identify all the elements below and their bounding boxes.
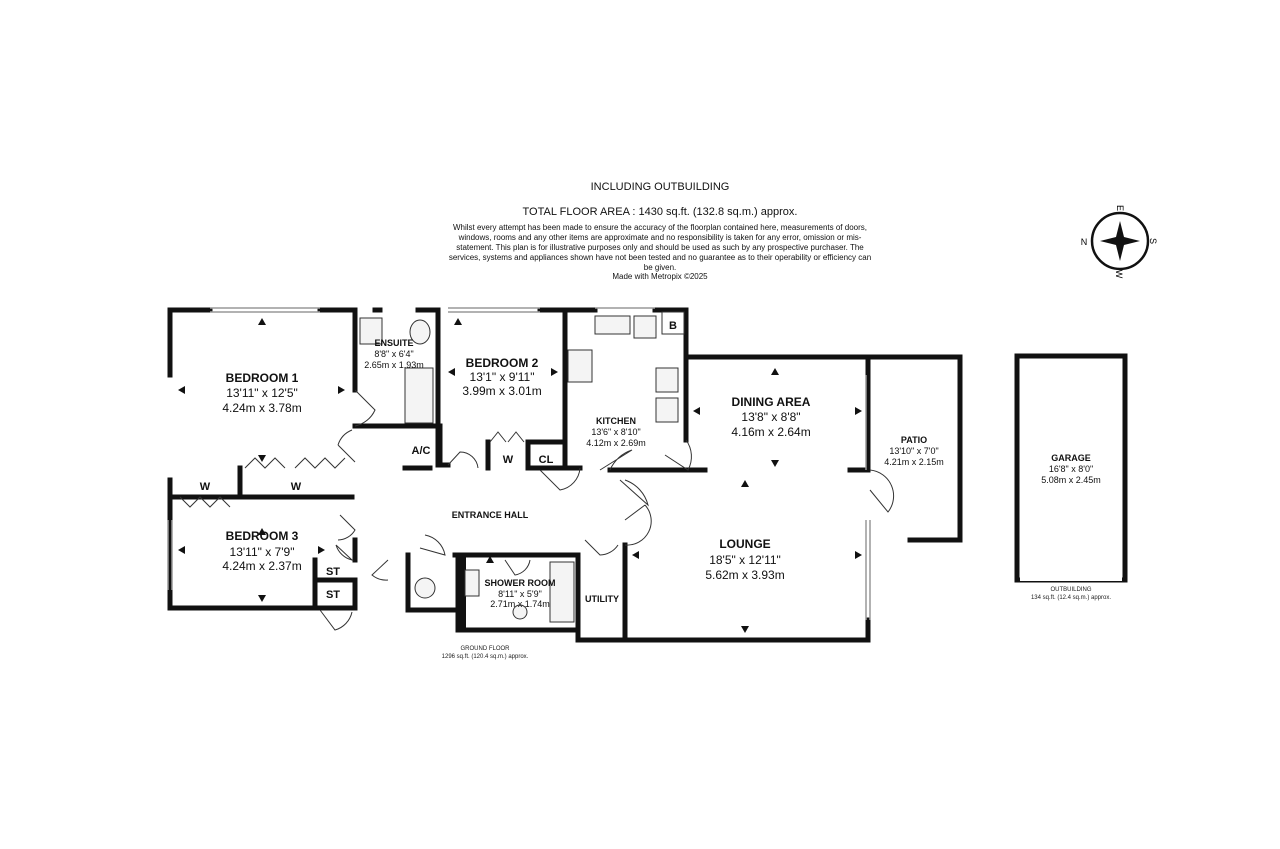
shower-metric: 2.71m x 1.74m (490, 599, 550, 609)
kitchen-metric: 4.12m x 2.69m (586, 438, 646, 448)
ensuite-toilet (409, 319, 431, 345)
measure-arrows (178, 318, 862, 633)
doors (179, 389, 895, 631)
kitchen-washer (655, 397, 679, 423)
compass-w: W (1114, 270, 1124, 279)
compass-star-icon (1100, 221, 1140, 261)
bedroom3-imperial: 13'11" x 7'9" (230, 545, 295, 559)
wardrobe-label-2: W (291, 481, 302, 493)
wardrobe-label-3: W (503, 454, 514, 466)
hall-vent (414, 577, 436, 599)
bedroom3-name: BEDROOM 3 (226, 529, 299, 543)
patio-name: PATIO (901, 435, 927, 445)
garage-imperial: 16'8" x 8'0" (1049, 464, 1093, 474)
store-label-2: ST (326, 589, 340, 601)
ensuite-metric: 2.65m x 1.93m (364, 360, 424, 370)
bedroom3-metric: 4.24m x 2.37m (222, 559, 301, 573)
store-label-1: ST (326, 566, 340, 578)
dining-imperial: 13'8" x 8'8" (741, 410, 800, 424)
bedroom1-imperial: 13'11" x 12'5" (226, 386, 298, 400)
dining-name: DINING AREA (732, 395, 811, 409)
hall-name: ENTRANCE HALL (452, 510, 529, 520)
utility-name: UTILITY (585, 594, 619, 604)
lounge-metric: 5.62m x 3.93m (705, 568, 784, 582)
room-labels: BEDROOM 1 13'11" x 12'5" 4.24m x 3.78m E… (222, 338, 1100, 609)
credit: Made with Metropix ©2025 (612, 272, 708, 281)
shower-tray (549, 561, 575, 623)
closet-label: CL (539, 454, 554, 466)
bedroom2-name: BEDROOM 2 (466, 356, 539, 370)
disclaimer: Whilst every attempt has been made to en… (448, 223, 872, 272)
bedroom2-imperial: 13'1" x 9'11" (470, 370, 535, 384)
fixtures (359, 311, 685, 623)
kitchen-name: KITCHEN (596, 416, 636, 426)
patio-imperial: 13'10" x 7'0" (889, 446, 938, 456)
garage (1014, 353, 1128, 583)
compass-n: N (1081, 237, 1088, 247)
floor-captions: GROUND FLOOR 1296 sq.ft. (120.4 sq.m.) a… (442, 587, 1112, 660)
ground-floor-name: GROUND FLOOR (460, 646, 510, 652)
lounge-imperial: 18'5" x 12'11" (709, 553, 781, 567)
kitchen-tap (633, 315, 657, 339)
compass-e: E (1115, 205, 1125, 211)
bedroom1-name: BEDROOM 1 (226, 371, 299, 385)
bedroom2-metric: 3.99m x 3.01m (462, 384, 541, 398)
ensuite-imperial: 8'8" x 6'4" (374, 349, 413, 359)
garage-name: GARAGE (1051, 453, 1091, 463)
shower-room-toilet (464, 569, 480, 597)
ensuite-name: ENSUITE (374, 338, 413, 348)
wardrobe-label-1: W (200, 481, 211, 493)
patio-metric: 4.21m x 2.15m (884, 457, 944, 467)
lounge-name: LOUNGE (719, 537, 770, 551)
ensuite-basin (359, 317, 383, 345)
kitchen-hob (567, 349, 593, 383)
shower-room-basin (512, 604, 528, 620)
airing-cupboard-label: A/C (412, 445, 431, 457)
ensuite-shower (404, 367, 434, 424)
plan-title: INCLUDING OUTBUILDING (590, 181, 730, 193)
boiler-box (661, 311, 685, 335)
kitchen-sink (594, 315, 631, 335)
total-floor-area: TOTAL FLOOR AREA : 1430 sq.ft. (132.8 sq… (522, 206, 798, 218)
kitchen-imperial: 13'6" x 8'10" (591, 427, 640, 437)
shower-wall-block (458, 555, 466, 630)
shower-name: SHOWER ROOM (485, 578, 556, 588)
shower-imperial: 8'11" x 5'9" (498, 589, 542, 599)
boiler-label: B (669, 320, 677, 332)
garage-metric: 5.08m x 2.45m (1041, 475, 1101, 485)
kitchen-oven (655, 367, 679, 393)
dining-metric: 4.16m x 2.64m (731, 425, 810, 439)
ground-floor-area: 1296 sq.ft. (120.4 sq.m.) approx. (442, 654, 529, 660)
bedroom1-metric: 4.24m x 3.78m (222, 401, 301, 415)
cupboard-labels: W W W A/C CL ST ST B (200, 320, 677, 601)
outbuilding-name: OUTBUILDING (1050, 587, 1091, 593)
compass-s: S (1148, 238, 1158, 244)
windows (167, 307, 871, 620)
outbuilding-area: 134 sq.ft. (12.4 sq.m.) approx. (1031, 595, 1111, 601)
compass: N E S W (1081, 205, 1158, 279)
